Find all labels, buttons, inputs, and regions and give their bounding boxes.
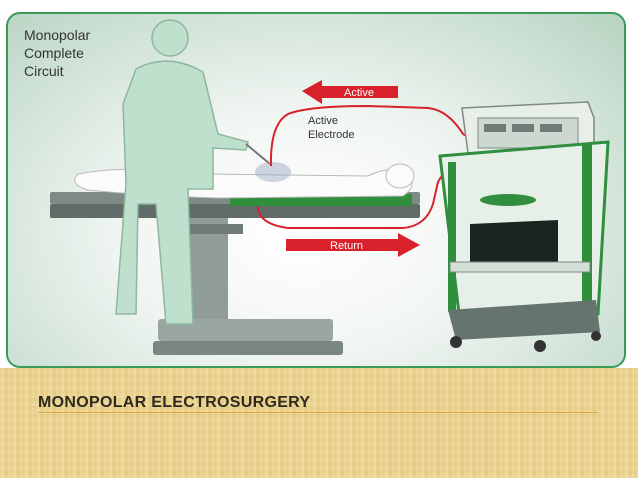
electrode-glow bbox=[255, 162, 291, 182]
active-electrode-label-line2: Electrode bbox=[308, 129, 354, 141]
electrosurgical-generator bbox=[438, 101, 610, 352]
surgeon bbox=[115, 19, 271, 325]
diagram-title-line3: Circuit bbox=[24, 63, 64, 79]
wood-texture bbox=[0, 368, 638, 478]
operating-table bbox=[50, 192, 420, 355]
active-electrode-label-line1: Active bbox=[308, 115, 338, 127]
diagram-title-line1: Monopolar bbox=[24, 27, 91, 43]
diagram-panel: Active Return Active Electrode bbox=[6, 12, 626, 368]
diagram-illustration: Active Return Active Electrode bbox=[50, 19, 610, 355]
active-arrow-label: Active bbox=[344, 87, 374, 99]
diagram-title: Monopolar Complete Circuit bbox=[24, 26, 134, 80]
return-arrow: Return bbox=[286, 233, 420, 257]
wood-footer-band bbox=[0, 368, 638, 478]
diagram-title-line2: Complete bbox=[24, 45, 84, 61]
active-wire bbox=[269, 104, 509, 167]
title-underline bbox=[38, 412, 598, 413]
active-arrow: Active bbox=[302, 80, 398, 104]
slide-title: MONOPOLAR ELECTROSURGERY bbox=[38, 394, 311, 411]
return-arrow-label: Return bbox=[330, 240, 363, 252]
